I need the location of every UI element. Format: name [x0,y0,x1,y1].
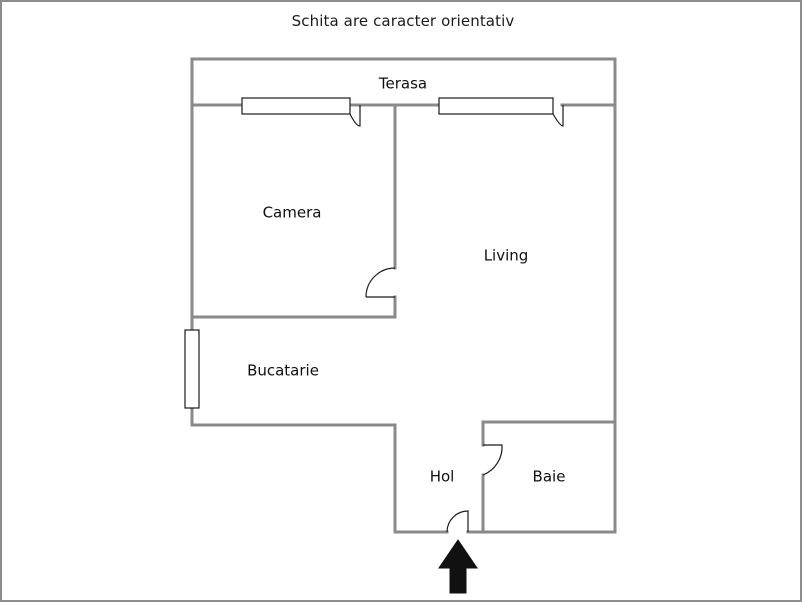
door-camera-living [365,267,396,298]
window-bucatarie [184,329,200,409]
window-terasa-left [241,97,361,127]
page-title: Schita are caracter orientativ [291,12,515,30]
room-label-living: Living [484,247,529,265]
door-entrance [446,510,469,533]
opening-group [184,97,564,533]
room-label-bucatarie: Bucatarie [247,362,319,380]
entrance-arrow [438,539,478,594]
door-hol-baie [482,444,503,476]
room-label-camera: Camera [263,204,322,222]
wall-group [190,57,617,534]
window-terasa-right [438,97,564,127]
room-label-baie: Baie [533,468,566,486]
room-label-terasa: Terasa [378,75,427,93]
room-label-hol: Hol [430,468,455,486]
